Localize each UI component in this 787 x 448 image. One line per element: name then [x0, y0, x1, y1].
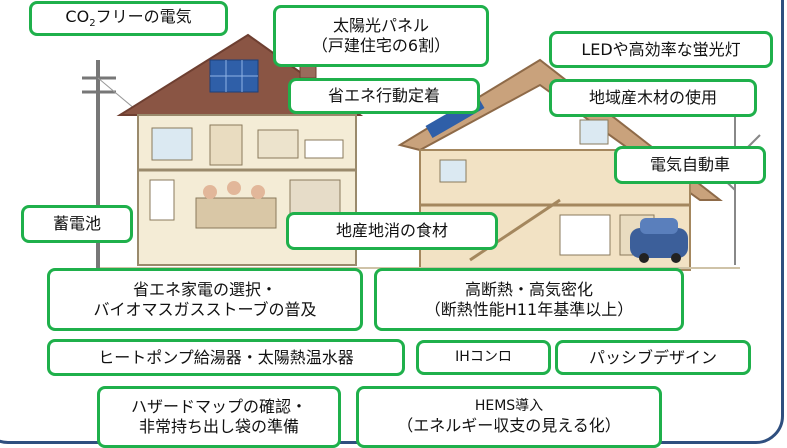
hazard-line1: ハザードマップの確認・ — [130, 397, 307, 416]
insulation-line1: 高断熱・高気密化 — [464, 279, 593, 299]
hems-line1: HEMS導入 — [474, 398, 544, 415]
label-ih-stove: IHコンロ — [416, 340, 551, 375]
label-battery: 蓄電池 — [21, 205, 133, 243]
electric-car-illustration — [630, 218, 688, 263]
appliances-line2: バイオマスガスストーブの普及 — [93, 299, 317, 319]
local-wood-text: 地域産木材の使用 — [588, 88, 717, 107]
label-electric-car: 電気自動車 — [614, 146, 766, 184]
electric-car-text: 電気自動車 — [649, 155, 730, 174]
led-text: LEDや高効率な蛍光灯 — [581, 39, 741, 59]
label-energy-saving-appliances: 省エネ家電の選択・ バイオマスガスストーブの普及 — [47, 268, 363, 331]
solar-panel-line2: （戸建住宅の6割） — [311, 36, 451, 55]
battery-text: 蓄電池 — [52, 214, 101, 233]
label-energy-saving-habits: 省エネ行動定着 — [288, 78, 480, 114]
label-hazard-map: ハザードマップの確認・ 非常持ち出し袋の準備 — [97, 386, 341, 448]
label-high-insulation: 高断熱・高気密化 （断熱性能H11年基準以上） — [374, 268, 684, 331]
label-passive-design: パッシブデザイン — [555, 340, 751, 375]
solar-panel-line1: 太陽光パネル — [332, 16, 429, 35]
label-heat-pump: ヒートポンプ給湯器・太陽熱温水器 — [47, 339, 405, 376]
heat-pump-text: ヒートポンプ給湯器・太陽熱温水器 — [98, 347, 354, 367]
hems-line2: （エネルギー収支の見える化） — [397, 415, 621, 435]
energy-saving-habits-text: 省エネ行動定着 — [327, 86, 440, 105]
label-led-lighting: LEDや高効率な蛍光灯 — [549, 31, 773, 68]
label-solar-panel: 太陽光パネル （戸建住宅の6割） — [273, 5, 489, 67]
local-food-text: 地産地消の食材 — [335, 221, 448, 240]
ih-text: IHコンロ — [455, 348, 512, 365]
hazard-line2: 非常持ち出し袋の準備 — [138, 417, 299, 436]
co2-free-text: CO2フリーの電気 — [65, 6, 192, 29]
tree-illustration — [711, 110, 761, 265]
label-local-wood: 地域産木材の使用 — [549, 79, 757, 117]
label-local-food: 地産地消の食材 — [286, 212, 498, 250]
label-hems: HEMS導入 （エネルギー収支の見える化） — [356, 386, 662, 448]
label-co2-free-electricity: CO2フリーの電気 — [29, 1, 228, 36]
insulation-line2: （断熱性能H11年基準以上） — [424, 299, 634, 319]
passive-text: パッシブデザイン — [588, 347, 717, 367]
appliances-line1: 省エネ家電の選択・ — [132, 279, 277, 299]
